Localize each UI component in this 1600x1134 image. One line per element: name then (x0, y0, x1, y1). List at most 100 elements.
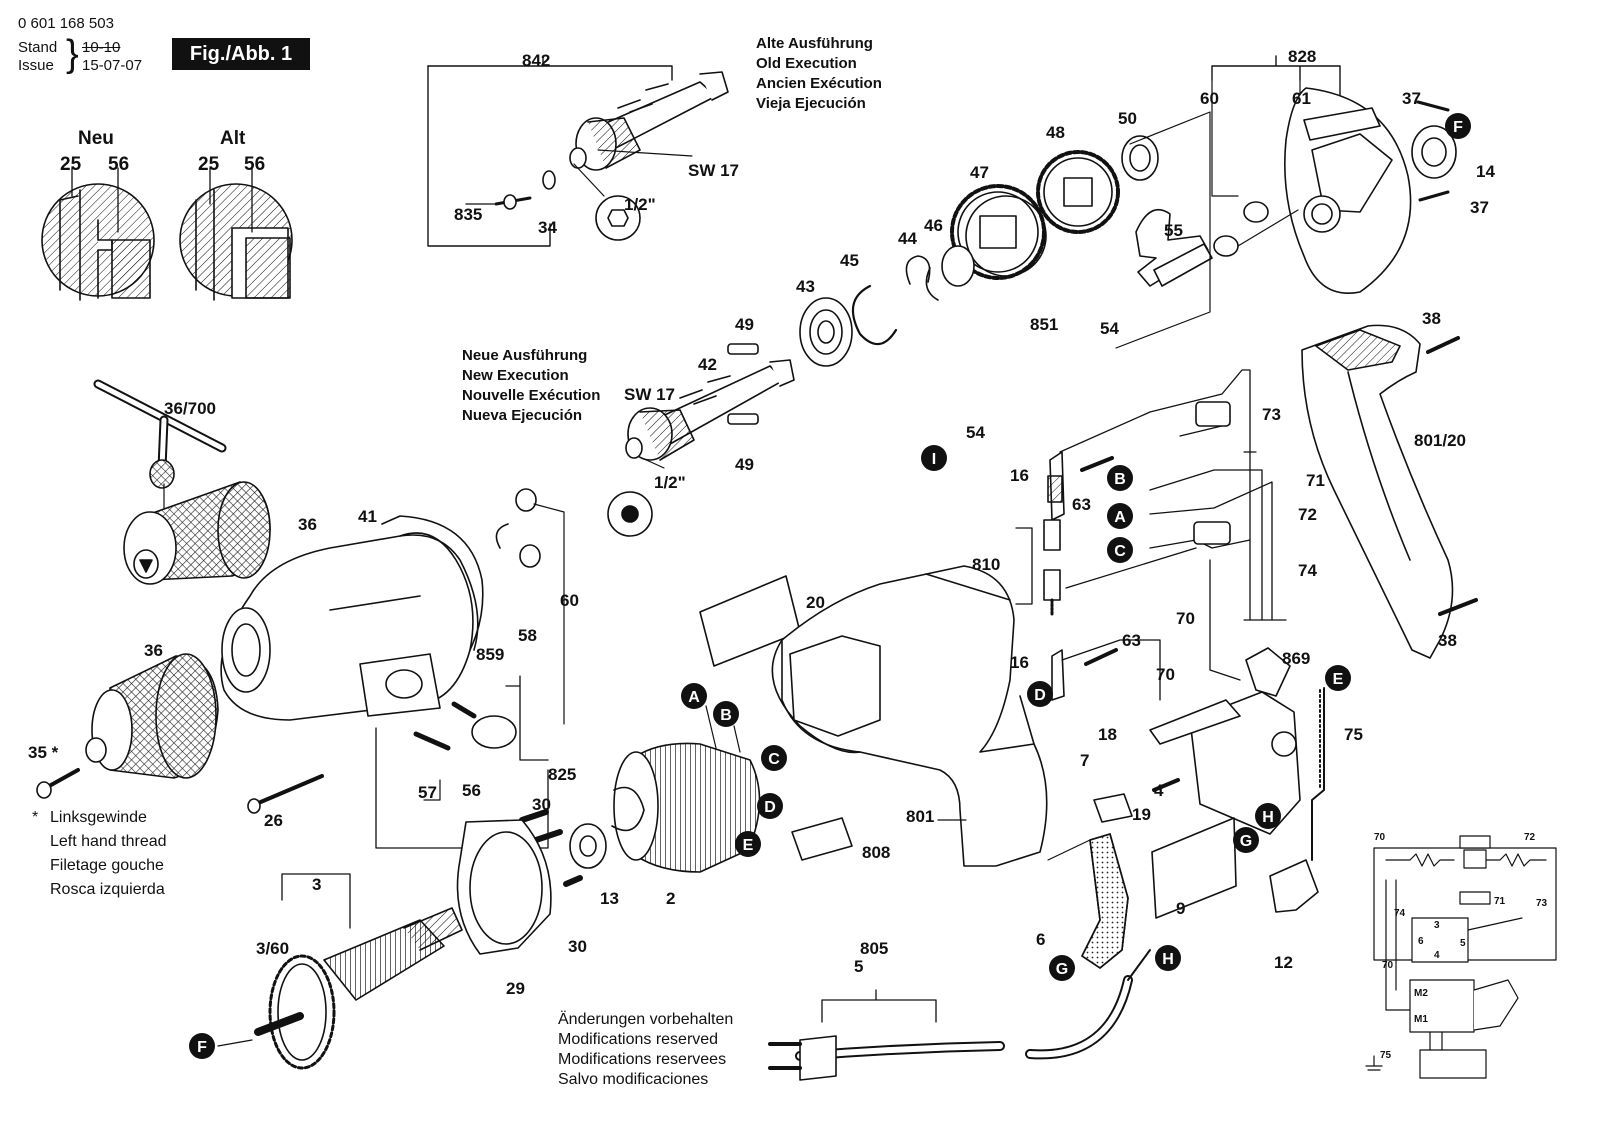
svg-text:F: F (197, 1039, 207, 1056)
part-label: 36/700 (164, 399, 216, 418)
part-label: 58 (518, 626, 537, 645)
schematic-label: 70 (1374, 832, 1386, 843)
svg-text:F: F (1453, 119, 1463, 136)
part-label: 38 (1438, 631, 1457, 650)
schematic-label: 72 (1524, 832, 1536, 843)
part-label: 49 (735, 315, 754, 334)
part-label: 49 (735, 455, 754, 474)
part-label: 75 (1344, 725, 1363, 744)
screw-835 (494, 194, 532, 210)
detail-new-label-25: 25 (60, 154, 82, 175)
chuck-lower (85, 653, 219, 779)
mod-es: Salvo modificaciones (558, 1071, 709, 1088)
part-label: 46 (924, 216, 943, 235)
part-label: 9 (1176, 899, 1185, 918)
connector-marker-e: E (735, 831, 761, 857)
lht-star: * (32, 809, 39, 826)
switch (1149, 647, 1301, 835)
connector-marker-b: B (1107, 465, 1133, 491)
connector-marker-g: G (1233, 827, 1259, 853)
part-label: 805 (860, 939, 888, 958)
part-label: 801/20 (1414, 431, 1466, 450)
svg-text:H: H (1162, 951, 1174, 968)
part-label: 60 (560, 591, 579, 610)
connector-marker-f: F (1445, 113, 1471, 139)
part-label: 20 (806, 593, 825, 612)
part-label: 41 (358, 507, 377, 526)
part-label: 16 (1010, 466, 1029, 485)
plug (768, 1035, 837, 1081)
part-label: 47 (970, 163, 989, 182)
part-label: 5 (854, 957, 863, 976)
part-label: 37 (1470, 198, 1489, 217)
svg-text:C: C (1114, 543, 1126, 560)
part-label: 835 (454, 205, 482, 224)
mod-fr: Modifications reservees (558, 1051, 727, 1068)
part-label: 7 (1080, 751, 1089, 770)
gear-47 (950, 184, 1047, 280)
svg-text:E: E (743, 837, 754, 854)
new-execution-fr: Nouvelle Exécution (462, 387, 601, 404)
svg-text:E: E (1333, 671, 1344, 688)
part-label: 828 (1288, 47, 1316, 66)
schematic-label: 4 (1434, 950, 1440, 961)
figure-label: Fig./Abb. 1 (172, 38, 310, 70)
detail-old-label-56: 56 (244, 154, 266, 175)
brace-glyph: } (66, 33, 79, 75)
part-label: 70 (1156, 665, 1175, 684)
part-label: 37 (1402, 89, 1421, 108)
part-label: 54 (966, 423, 985, 442)
detail-new-label-56: 56 (108, 154, 130, 175)
schematic-label: M1 (1414, 1014, 1428, 1025)
part-label: 14 (1476, 162, 1495, 181)
connector-marker-g: G (1049, 955, 1075, 981)
field-coil (611, 742, 761, 873)
connector-marker-a: A (1107, 503, 1133, 529)
old-spindle (569, 71, 729, 171)
schematic-label: 5 (1460, 938, 1466, 949)
fan-baffle (456, 819, 552, 955)
part-label: 842 (522, 51, 550, 70)
part-label: 70 (1176, 609, 1195, 628)
part-label: 3/60 (256, 939, 289, 958)
svg-text:D: D (1034, 687, 1046, 704)
part-label: 825 (548, 765, 576, 784)
connector-marker-f: F (189, 1033, 215, 1059)
issue-date: 15-07-07 (82, 57, 143, 74)
svg-text:H: H (1262, 809, 1274, 826)
part-label: 71 (1306, 471, 1325, 490)
part-label: 43 (796, 277, 815, 296)
part-label: 2 (666, 889, 675, 908)
schematic-label: 70 (1382, 960, 1394, 971)
part-label: 34 (538, 218, 557, 237)
bearing-43 (799, 297, 853, 367)
connector-marker-h: H (1255, 803, 1281, 829)
part-label: 801 (906, 807, 934, 826)
new-execution-en: New Execution (462, 367, 569, 384)
old-execution-es: Vieja Ejecución (756, 95, 866, 112)
new-execution-es: Nueva Ejecución (462, 407, 583, 424)
part-label: 3 (312, 875, 321, 894)
part-label: 38 (1422, 309, 1441, 328)
bearing-plate (1284, 87, 1412, 294)
lht-es: Rosca izquierda (50, 881, 165, 898)
svg-text:C: C (768, 751, 780, 768)
selector-knob (451, 701, 517, 749)
issue-label: Issue (18, 57, 54, 74)
part-label: 810 (972, 555, 1000, 574)
rear-handle (1301, 324, 1454, 659)
stand-label: Stand (18, 39, 58, 56)
svg-text:B: B (720, 707, 732, 724)
schematic-label: 3 (1434, 920, 1440, 931)
connector-marker-a: A (681, 683, 707, 709)
part-label: 55 (1164, 221, 1183, 240)
shift-fork (1135, 209, 1213, 287)
connector-marker-c: C (1107, 537, 1133, 563)
cable-guard (1081, 833, 1129, 969)
detail-new-title: Neu (78, 128, 114, 149)
mod-de: Änderungen vorbehalten (558, 1011, 734, 1028)
part-label: 26 (264, 811, 283, 830)
svg-text:I: I (932, 451, 936, 468)
lht-en: Left hand thread (50, 833, 167, 850)
